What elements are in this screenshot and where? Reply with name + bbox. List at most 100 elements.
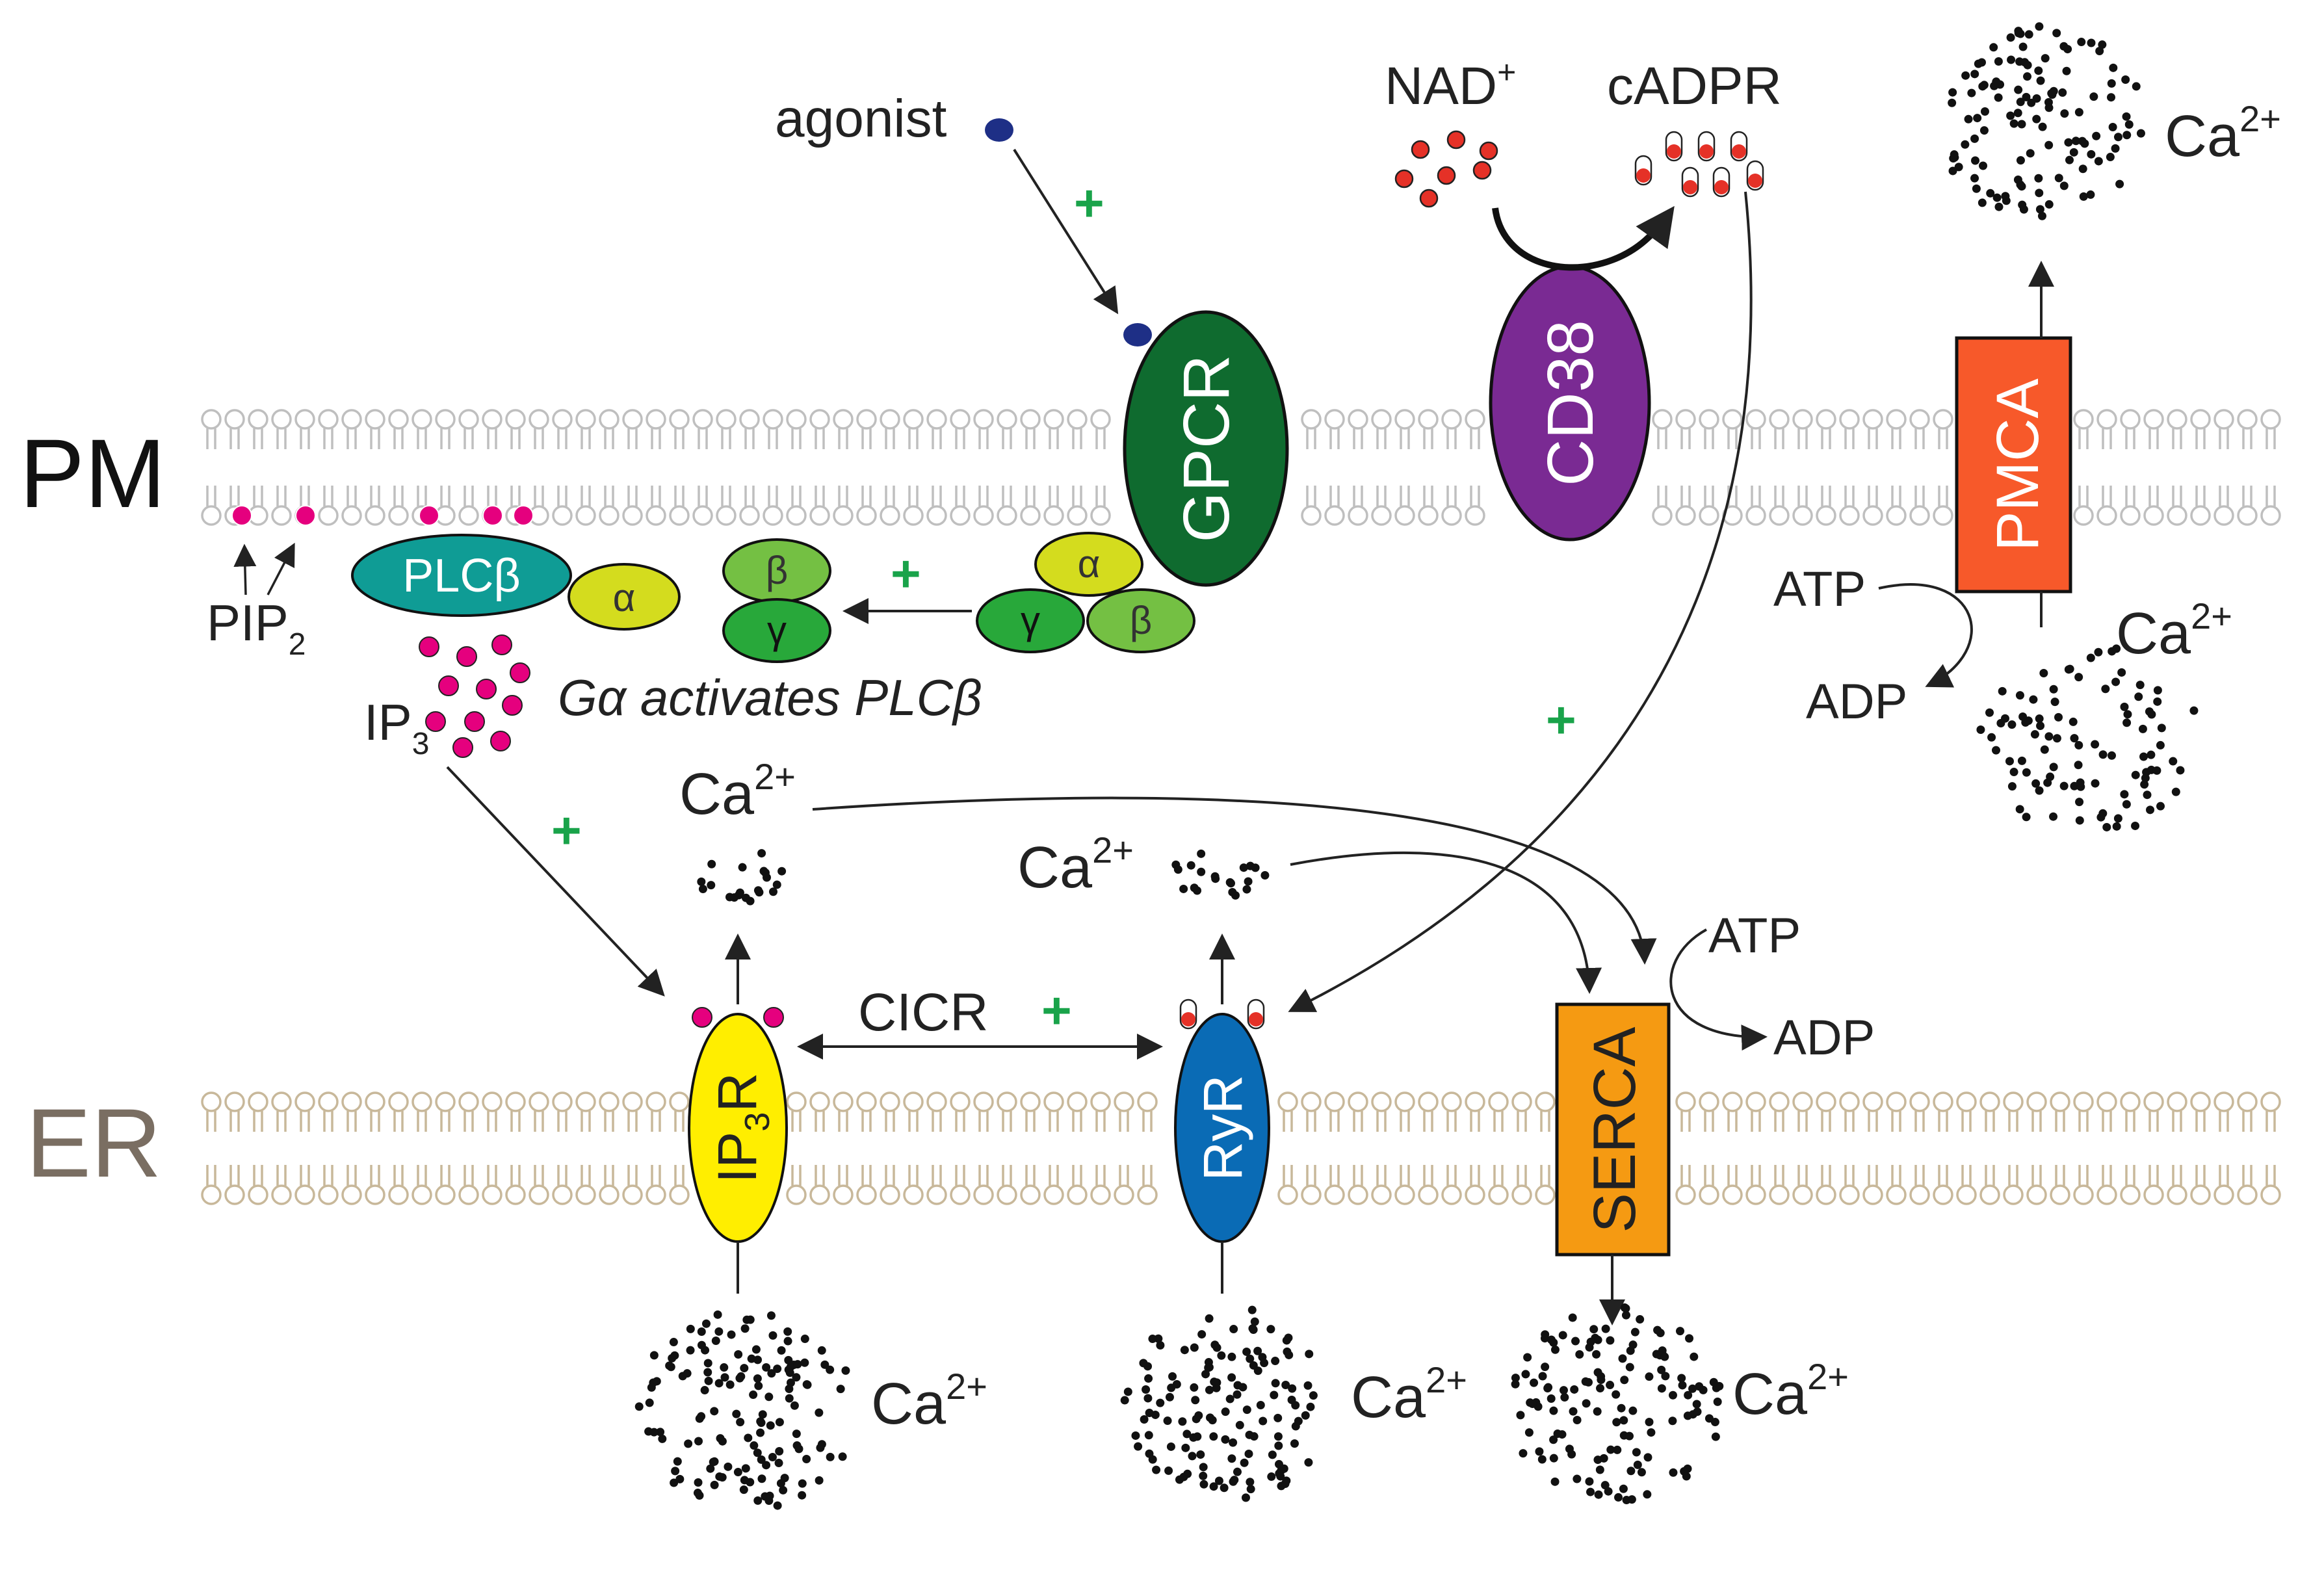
- lipid-tail: [206, 1111, 216, 1132]
- calcium-ion: [1994, 93, 2003, 102]
- g-beta-subunit: [1086, 588, 1195, 653]
- calcium-ion: [1210, 1377, 1219, 1387]
- lipid-tail: [1072, 428, 1082, 449]
- calcium-ion: [761, 1492, 770, 1501]
- calcium-ion: [2112, 644, 2121, 653]
- lipid-head: [1465, 409, 1485, 430]
- cadpr-to-ryr-arrow: [1288, 191, 1753, 1012]
- lipid-head: [2237, 409, 2258, 430]
- lipid-head: [926, 1091, 947, 1112]
- lipid-tail: [346, 1165, 357, 1186]
- calcium-ion: [2013, 109, 2022, 118]
- lipid-tail: [510, 1111, 521, 1132]
- calcium-ion: [1197, 867, 1206, 876]
- lipid-tail: [1002, 486, 1012, 506]
- lipid-tail: [1119, 1111, 1129, 1132]
- ip3r-label-base: IP: [707, 1132, 768, 1183]
- lipid-head: [903, 505, 924, 526]
- cadpr-molecule-core: [1699, 144, 1714, 159]
- calcium-ion: [2069, 717, 2078, 726]
- lipid-head: [2167, 409, 2187, 430]
- plus-sign-ip3: +: [551, 802, 582, 859]
- lipid-head: [973, 409, 994, 430]
- ip3-molecule: [510, 662, 530, 683]
- calcium-ion: [1549, 1435, 1558, 1444]
- lipid-tail: [698, 428, 708, 449]
- calcium-ion: [1630, 1327, 1639, 1337]
- calcium-ion: [697, 1327, 706, 1337]
- lipid-tail: [2219, 428, 2229, 449]
- calcium-ion: [753, 1355, 763, 1364]
- lipid-head: [1792, 1184, 1813, 1205]
- calcium-ion: [2109, 63, 2118, 72]
- lipid-tail: [1844, 1111, 1855, 1132]
- calcium-ion: [1661, 1372, 1670, 1381]
- calcium-ion: [1156, 1398, 1165, 1407]
- calcium-ion: [1950, 150, 1959, 159]
- lipid-tail: [908, 1165, 919, 1186]
- lipid-tail: [417, 486, 427, 506]
- calcium-ion: [2112, 822, 2121, 831]
- lipid-head: [1535, 1184, 1556, 1205]
- calcium-ion: [1589, 1325, 1599, 1334]
- calcium-ion: [1209, 1482, 1218, 1491]
- lipid-tail: [2055, 1111, 2065, 1132]
- calcium-ion: [2121, 75, 2130, 84]
- lipid-tail: [534, 428, 544, 449]
- lipid-head: [224, 1184, 245, 1205]
- calcium-ion: [2023, 72, 2032, 81]
- calcium-ion: [1249, 1432, 1259, 1441]
- calcium-ion: [1626, 1467, 1636, 1476]
- calcium-ion: [1168, 1372, 1177, 1381]
- lipid-head: [1933, 409, 1953, 430]
- ip3-molecule: [438, 675, 459, 696]
- lipid-tail: [2172, 486, 2182, 506]
- lipid-head: [271, 409, 292, 430]
- lipid-tail: [229, 428, 240, 449]
- calcium-ion: [2122, 112, 2131, 121]
- calcium-ion: [2044, 732, 2054, 741]
- calcium-ion: [1306, 1402, 1315, 1411]
- lipid-tail: [2148, 1111, 2159, 1132]
- lipid-tail: [463, 486, 474, 506]
- lipid-head: [2096, 409, 2117, 430]
- calcium-ion: [1994, 202, 2004, 211]
- calcium-ion: [1570, 1385, 1579, 1394]
- lipid-tail: [2172, 1165, 2182, 1186]
- lipid-head: [1816, 1091, 1836, 1112]
- lipid-tail: [1797, 486, 1808, 506]
- calcium-cluster-pmca-cytosol: [1976, 644, 2199, 831]
- calcium-ion: [739, 1485, 748, 1494]
- calcium-ion: [1134, 1442, 1143, 1451]
- lipid-tail: [791, 428, 802, 449]
- calcium-ion: [2024, 30, 2033, 39]
- calcium-ion: [1291, 1401, 1300, 1410]
- lipid-tail: [1306, 428, 1316, 449]
- calcium-ion: [2022, 92, 2031, 101]
- lipid-head: [1488, 1091, 1509, 1112]
- lipid-head: [2120, 409, 2141, 430]
- calcium-ion: [1547, 1335, 1556, 1344]
- lipid-tail: [1938, 428, 1948, 449]
- calcium-ion: [736, 1418, 745, 1427]
- lipid-head: [669, 505, 690, 526]
- lipid-head: [482, 409, 503, 430]
- lipid-head: [458, 409, 479, 430]
- calcium-ion: [1613, 1445, 1622, 1454]
- lipid-tail: [1283, 1111, 1293, 1132]
- plus-sign-gbg: +: [891, 545, 921, 603]
- calcium-ion: [1305, 1350, 1314, 1359]
- calcium-ion: [2143, 790, 2152, 800]
- calcium-ion: [2006, 111, 2015, 120]
- lipid-tail: [838, 486, 848, 506]
- calcium-ion: [1229, 1325, 1238, 1334]
- calcium-ion: [2035, 205, 2044, 214]
- calcium-ion: [1600, 1481, 1610, 1490]
- lipid-head: [1675, 505, 1696, 526]
- lipid-head: [1441, 1091, 1462, 1112]
- calcium-ion: [2123, 710, 2132, 719]
- lipid-head: [458, 1091, 479, 1112]
- lipid-head: [2237, 1091, 2258, 1112]
- lipid-head: [411, 1091, 432, 1112]
- calcium-ion: [1142, 1385, 1151, 1394]
